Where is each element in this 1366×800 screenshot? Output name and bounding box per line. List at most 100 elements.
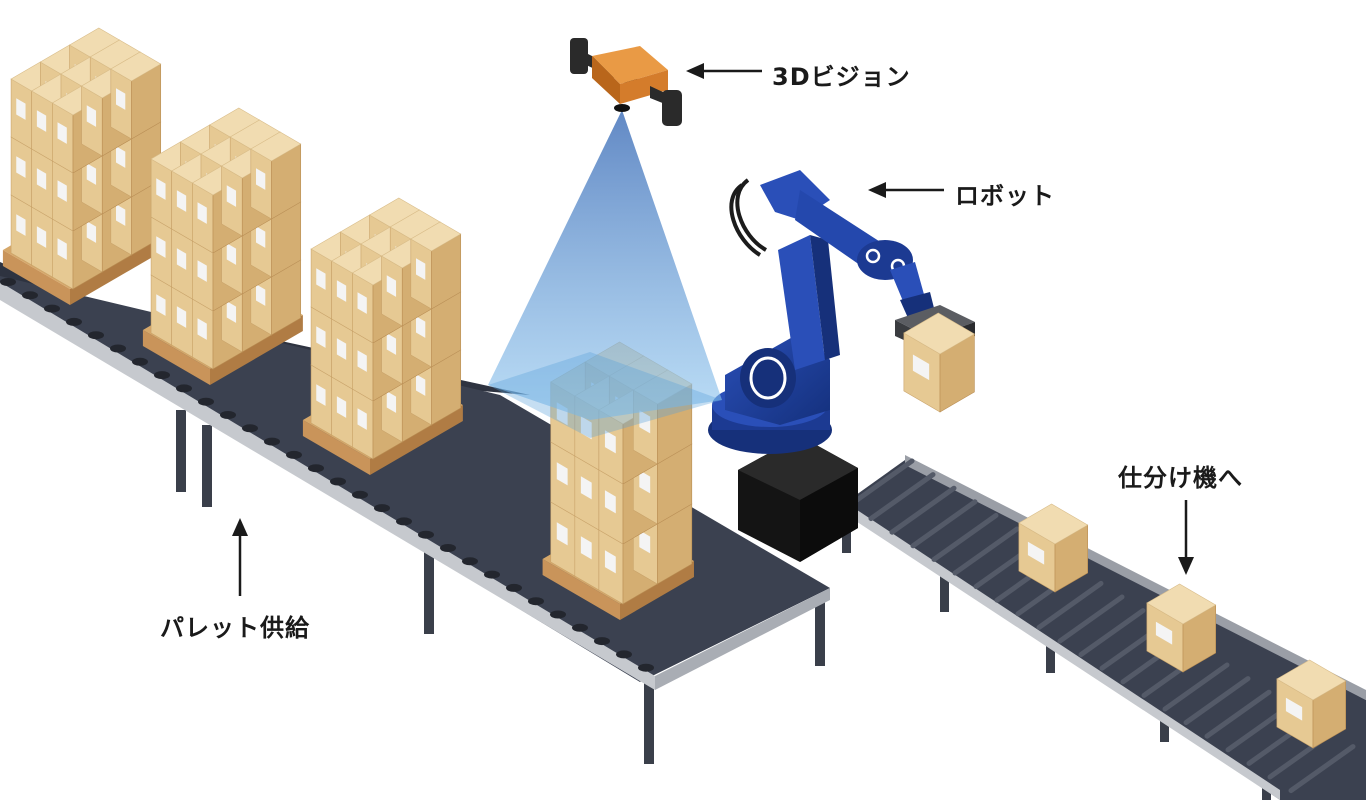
- roller: [418, 530, 434, 539]
- box-sticker: [16, 156, 26, 178]
- sorter-conveyor: [842, 455, 1366, 800]
- sorter-boxes: [1018, 503, 1347, 749]
- box-sticker: [580, 416, 592, 440]
- conveyor-legs-left: [176, 410, 825, 764]
- box-sticker: [36, 226, 47, 248]
- box-sticker: [256, 226, 266, 248]
- pallet: [542, 559, 620, 620]
- sorter-box-top: [1146, 583, 1217, 625]
- roller: [242, 424, 258, 433]
- pallet: [210, 315, 303, 385]
- box-sticker: [86, 221, 97, 243]
- box-sticker: [156, 178, 166, 200]
- roller: [110, 344, 126, 353]
- pallet: [142, 330, 210, 385]
- roller: [550, 610, 566, 619]
- roller: [154, 371, 170, 380]
- roller: [1288, 744, 1356, 794]
- box-sticker: [57, 238, 67, 260]
- box-sticker: [176, 190, 187, 212]
- roller: [198, 397, 214, 406]
- box-sticker: [176, 306, 187, 328]
- box-sticker: [604, 430, 616, 454]
- pallet: [70, 235, 163, 305]
- roller: [396, 517, 412, 526]
- pallet: [2, 250, 71, 305]
- box-sticker: [580, 536, 592, 560]
- box-sticker: [357, 408, 367, 430]
- roller: [1183, 676, 1251, 726]
- box-sticker: [556, 462, 568, 486]
- pallet: [302, 420, 370, 475]
- roller: [931, 512, 999, 562]
- roller: [66, 317, 82, 326]
- arrow-left-icon: [868, 182, 944, 198]
- roller: [1036, 580, 1104, 630]
- robot-base: [738, 436, 858, 562]
- sorter-box-sticker: [1285, 697, 1303, 721]
- camera-icon: [570, 38, 682, 126]
- roller: [0, 278, 16, 286]
- label-pallet-supply: パレット供給: [160, 614, 310, 642]
- roller: [594, 637, 610, 646]
- roller: [528, 597, 544, 606]
- box-sticker: [316, 326, 326, 348]
- pallet-stacks: [2, 27, 694, 620]
- box-sticker: [36, 110, 47, 132]
- box-sticker: [336, 338, 347, 360]
- box-sticker: [176, 248, 187, 270]
- box-sticker: [336, 280, 347, 302]
- roller: [330, 477, 346, 486]
- box-sticker: [86, 105, 97, 127]
- label-to-sorter: 仕分け機へ: [1118, 464, 1243, 492]
- box-sticker: [604, 550, 616, 574]
- box-sticker: [416, 374, 426, 396]
- roller: [308, 464, 324, 473]
- roller: [440, 544, 456, 552]
- box-sticker: [197, 202, 207, 224]
- roller: [847, 458, 915, 508]
- robot-arm-icon: [708, 170, 975, 454]
- roller: [132, 357, 148, 366]
- box-sticker: [226, 185, 237, 207]
- roller: [1078, 608, 1146, 658]
- box-sticker: [357, 350, 367, 372]
- box-sticker: [386, 275, 397, 297]
- box-sticker: [116, 204, 126, 226]
- scan-beam: [488, 110, 722, 438]
- roller: [286, 450, 302, 459]
- held-box: [903, 312, 975, 413]
- roller: [1162, 662, 1230, 712]
- box-sticker: [36, 168, 47, 190]
- arrow-down-icon: [1178, 500, 1194, 575]
- box-sticker: [226, 243, 237, 265]
- pallet: [370, 405, 463, 475]
- held-box-sticker: [912, 354, 930, 381]
- box-sticker: [256, 284, 266, 306]
- roller: [88, 331, 104, 340]
- roller: [44, 304, 60, 313]
- box-top: [250, 131, 302, 162]
- sorter-box-top: [1018, 503, 1089, 545]
- roller: [264, 437, 280, 446]
- box-sticker: [156, 236, 166, 258]
- roller: [572, 623, 588, 632]
- box-sticker: [604, 490, 616, 514]
- rollers-left: [0, 278, 654, 672]
- sorter-box-top: [1276, 659, 1347, 701]
- roller: [352, 490, 368, 499]
- box-sticker: [116, 88, 126, 110]
- roller: [889, 485, 957, 535]
- roller: [616, 650, 632, 659]
- held-box-top: [903, 312, 975, 355]
- box-sticker: [336, 396, 347, 418]
- box-sticker: [316, 268, 326, 290]
- box-top: [110, 51, 162, 82]
- label-3d-vision: 3Dビジョン: [772, 63, 911, 91]
- arrow-left-icon: [686, 63, 762, 79]
- box-sticker: [357, 292, 367, 314]
- roller: [1204, 689, 1272, 739]
- box-sticker: [386, 391, 397, 413]
- box-sticker: [416, 258, 426, 280]
